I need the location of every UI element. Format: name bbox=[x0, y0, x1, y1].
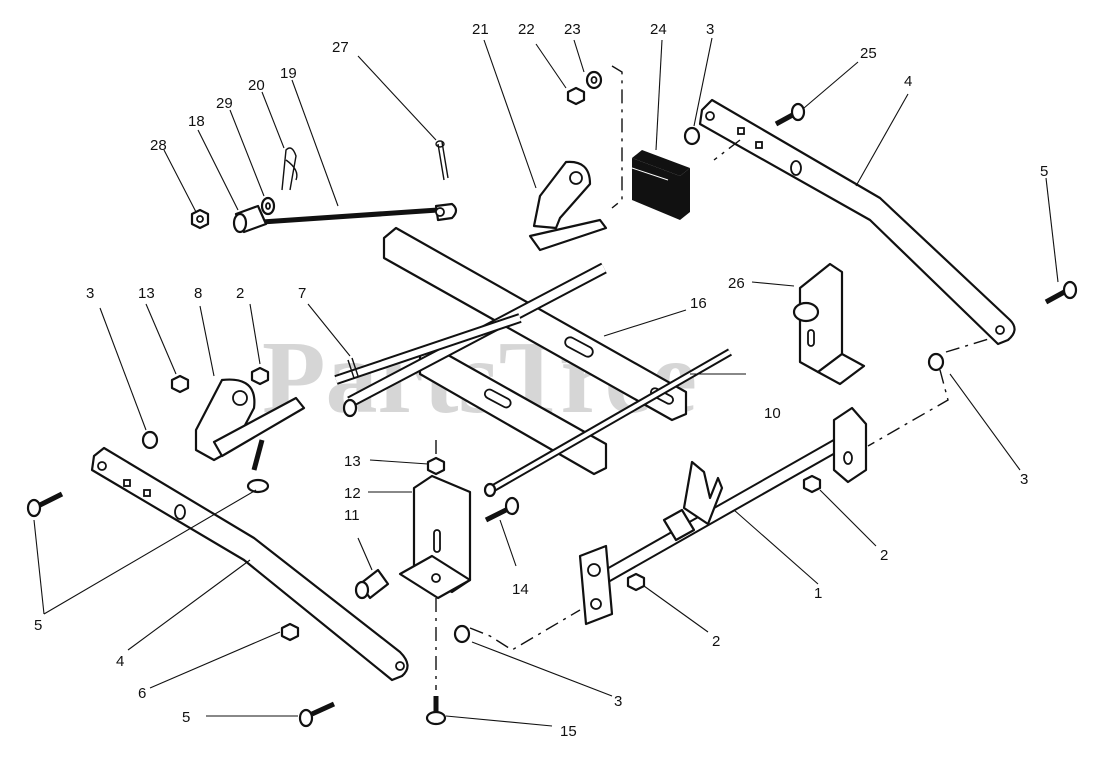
part-6-nut bbox=[280, 622, 300, 642]
callout-13-a: 13 bbox=[138, 285, 155, 302]
part-13-nut-left bbox=[170, 374, 190, 394]
callout-5-b: 5 bbox=[34, 617, 42, 634]
part-2-nut-left bbox=[250, 366, 270, 386]
callout-29: 29 bbox=[216, 95, 233, 112]
part-2-nut-right-lower bbox=[626, 572, 646, 592]
callout-23: 23 bbox=[564, 21, 581, 38]
part-bolt-carriage bbox=[246, 439, 270, 494]
callout-12: 12 bbox=[344, 485, 361, 502]
callout-3-c: 3 bbox=[706, 21, 714, 38]
callout-21: 21 bbox=[472, 21, 489, 38]
callout-24: 24 bbox=[650, 21, 667, 38]
part-3-spacer-right bbox=[927, 352, 945, 372]
part-21-bracket bbox=[528, 160, 608, 252]
callout-16: 16 bbox=[690, 295, 707, 312]
callout-18: 18 bbox=[188, 113, 205, 130]
callout-19: 19 bbox=[280, 65, 297, 82]
callout-5-a: 5 bbox=[1040, 163, 1048, 180]
part-1-rockshaft bbox=[578, 406, 868, 626]
part-3-spacer-left bbox=[141, 430, 159, 450]
part-8-bracket bbox=[194, 378, 306, 462]
assembly-line-24-right bbox=[713, 139, 741, 161]
callout-3-d: 3 bbox=[614, 693, 622, 710]
part-19-lift-rod bbox=[261, 202, 458, 225]
part-15-bolt bbox=[425, 696, 447, 726]
callout-10: 10 bbox=[764, 405, 781, 422]
part-14-bolt bbox=[484, 496, 520, 523]
part-29-washer bbox=[260, 196, 276, 216]
part-22-nut bbox=[566, 86, 586, 106]
callout-2-a: 2 bbox=[880, 547, 888, 564]
callout-3-a: 3 bbox=[1020, 471, 1028, 488]
callout-1: 1 bbox=[814, 585, 822, 602]
part-24-rubber-block bbox=[631, 150, 690, 220]
callout-27: 27 bbox=[332, 39, 349, 56]
callout-4-a: 4 bbox=[904, 73, 912, 90]
callout-28: 28 bbox=[150, 137, 167, 154]
part-5-bolt-bottom bbox=[298, 701, 336, 728]
callout-2-c: 2 bbox=[236, 285, 244, 302]
callout-25: 25 bbox=[860, 45, 877, 62]
callout-26: 26 bbox=[728, 275, 745, 292]
callout-11: 11 bbox=[344, 507, 360, 524]
callout-6: 6 bbox=[138, 685, 146, 702]
callout-22: 22 bbox=[518, 21, 535, 38]
part-3-spacer-bottom bbox=[453, 624, 471, 644]
part-23-washer bbox=[585, 70, 603, 90]
leader-lines bbox=[33, 37, 1059, 727]
part-7-cotter-pin bbox=[347, 357, 359, 379]
assembly-line-bottom bbox=[469, 609, 581, 651]
callout-5-c: 5 bbox=[182, 709, 190, 726]
part-2-nut-right-upper bbox=[802, 474, 822, 494]
part-11-spacer bbox=[354, 568, 390, 600]
callout-2-b: 2 bbox=[712, 633, 720, 650]
callout-14: 14 bbox=[512, 581, 529, 598]
part-20-hairpin bbox=[281, 147, 298, 191]
part-shafts bbox=[334, 262, 732, 498]
callout-13-b: 13 bbox=[344, 453, 361, 470]
callout-4-b: 4 bbox=[116, 653, 124, 670]
callout-20: 20 bbox=[248, 77, 265, 94]
part-12-bracket bbox=[398, 474, 472, 600]
assembly-line-right bbox=[867, 337, 993, 447]
part-16-frame bbox=[382, 226, 688, 422]
part-26-bracket bbox=[792, 262, 866, 386]
part-18-swivel bbox=[232, 204, 268, 234]
callout-8: 8 bbox=[194, 285, 202, 302]
part-28-nut bbox=[190, 208, 210, 230]
part-5-bolt-right bbox=[1044, 280, 1078, 305]
part-25-bolt bbox=[774, 102, 806, 127]
callout-15: 15 bbox=[560, 723, 577, 740]
part-4-lift-arm-left bbox=[90, 446, 409, 682]
part-13-nut-center bbox=[426, 456, 446, 476]
callout-3-b: 3 bbox=[86, 285, 94, 302]
part-27-cotter-pin bbox=[435, 140, 449, 181]
part-cross-plate bbox=[418, 344, 608, 476]
part-4-lift-arm-right bbox=[698, 98, 1016, 346]
callout-7: 7 bbox=[298, 285, 306, 302]
part-3-spacer-upper bbox=[683, 126, 701, 146]
part-5-bolt-left bbox=[26, 491, 64, 518]
assembly-line-24 bbox=[611, 65, 623, 209]
callout-labels: 1 2 2 2 3 3 3 3 4 4 5 5 5 6 7 8 10 11 12… bbox=[34, 21, 1048, 740]
